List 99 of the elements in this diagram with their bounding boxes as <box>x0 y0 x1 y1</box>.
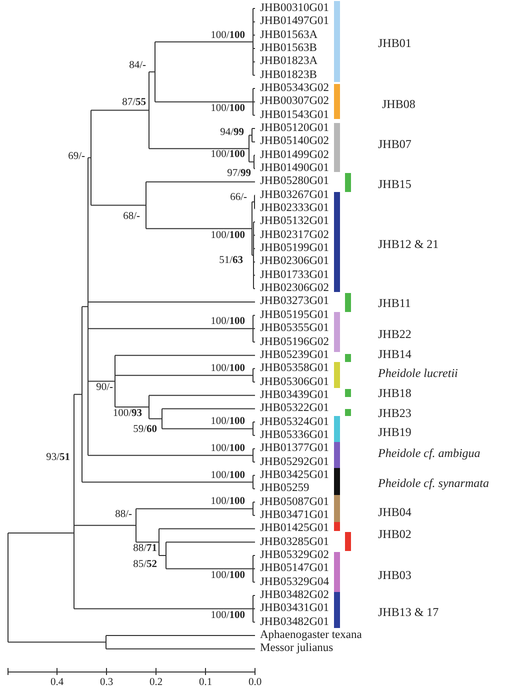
support-value: 100/100 <box>210 150 245 160</box>
taxon-name: JHB01733G01 <box>260 268 330 282</box>
clade-name: JHB14 <box>378 347 412 361</box>
clade-name: JHB18 <box>378 386 412 400</box>
support-value: 100/100 <box>210 444 245 454</box>
taxon-name: JHB05195G01 <box>260 308 330 322</box>
clade-name: JHB11 <box>378 296 411 310</box>
taxon-name: JHB01425G01 <box>260 522 330 536</box>
taxon-name: Messor julianus <box>260 642 334 656</box>
axis-tick-label: 0.2 <box>149 677 163 689</box>
support-value: 100/100 <box>210 470 245 480</box>
taxon-name: JHB05196G02 <box>260 336 330 348</box>
taxon-name: JHB05147G01 <box>260 562 330 576</box>
support-value: 66/- <box>230 193 247 203</box>
taxon-name: JHB01377G01 <box>260 442 330 456</box>
taxon-name: JHB00307G02 <box>260 95 330 108</box>
support-value: 68/- <box>123 212 140 222</box>
taxon-name: Aphaenogaster texana <box>260 628 362 642</box>
clade-name: JHB02 <box>378 527 412 541</box>
clade-name: JHB08 <box>382 97 416 111</box>
support-value: 100/100 <box>210 570 245 580</box>
support-value: 90/- <box>96 383 113 393</box>
taxon-name: JHB03425G01 <box>260 468 330 482</box>
taxon-name: JHB01499G02 <box>260 148 330 162</box>
taxon-name: JHB05239G01 <box>260 348 330 362</box>
clade-name: JHB23 <box>378 406 412 420</box>
taxon-name: JHB05343G02 <box>260 82 330 96</box>
clade-name: JHB04 <box>378 505 412 519</box>
taxon-name: JHB05132G01 <box>260 215 330 228</box>
taxon-name: JHB03482G02 <box>260 588 330 602</box>
taxon-name: JHB03273G01 <box>260 295 330 308</box>
taxon-name: JHB03482G01 <box>260 616 330 629</box>
taxon-name: JHB05355G01 <box>260 322 330 336</box>
taxon-name: JHB05259 <box>260 482 310 496</box>
axis-tick-label: 0.4 <box>50 677 64 689</box>
clade-name: JHB19 <box>378 425 412 439</box>
taxon-name: JHB02306G02 <box>260 282 330 296</box>
taxon-name: JHB05120G01 <box>260 122 330 136</box>
taxon-name: JHB05306G01 <box>260 376 330 389</box>
taxon-name: JHB05329G04 <box>260 576 330 589</box>
support-value: 100/100 <box>210 610 245 620</box>
support-value: 93/51 <box>46 453 70 463</box>
taxon-name: JHB03439G01 <box>260 388 330 402</box>
support-value: 88/- <box>115 510 132 520</box>
support-value: 100/100 <box>210 417 245 427</box>
support-value: 100/100 <box>210 30 245 40</box>
taxon-name: JHB02306G01 <box>260 255 330 268</box>
support-value: 51/63 <box>219 256 243 266</box>
taxon-name: JHB01543G01 <box>260 108 330 122</box>
clade-name: JHB01 <box>378 36 412 50</box>
support-value: 59/60 <box>133 425 157 435</box>
support-value: 97/99 <box>227 169 251 179</box>
clade-name: Pheidole lucretii <box>378 366 458 380</box>
axis-tick-label: 0.1 <box>198 677 212 689</box>
taxon-name: JHB05140G02 <box>260 135 330 148</box>
taxon-name: JHB05358G01 <box>260 362 330 376</box>
support-value: 85/52 <box>133 560 157 570</box>
taxon-name: JHB02333G01 <box>260 202 330 216</box>
clade-name: Pheidole cf. synarmata <box>378 476 489 490</box>
clade-name: Pheidole cf. ambigua <box>378 446 480 460</box>
axis-tick-label: 0.0 <box>248 677 262 689</box>
support-value: 100/100 <box>210 497 245 507</box>
taxon-name: JHB05280G01 <box>260 175 330 188</box>
support-value: 100/100 <box>210 104 245 114</box>
taxon-name: JHB01497G01 <box>260 15 330 28</box>
clade-name: JHB15 <box>378 177 412 191</box>
taxon-name: JHB02317G02 <box>260 228 330 242</box>
taxon-name: JHB03431G01 <box>260 602 330 616</box>
taxon-name: JHB01823B <box>260 68 317 82</box>
clade-name: JHB22 <box>378 327 412 341</box>
taxon-name: JHB05292G01 <box>260 456 330 469</box>
taxon-name: JHB05322G01 <box>260 402 330 416</box>
support-value: 84/- <box>129 61 146 71</box>
clade-name: JHB03 <box>378 568 412 582</box>
taxon-name: JHB05199G01 <box>260 242 330 256</box>
support-value: 100/100 <box>210 317 245 327</box>
taxon-name: JHB05324G01 <box>260 416 330 429</box>
axis-tick-label: 0.3 <box>100 677 114 689</box>
taxon-name: JHB03267G01 <box>260 188 330 202</box>
taxon-name: JHB05336G01 <box>260 428 330 442</box>
taxon-name: JHB01823A <box>260 55 318 68</box>
taxon-name: JHB03471G01 <box>260 508 330 522</box>
support-value: 100/100 <box>210 364 245 374</box>
taxon-name: JHB01490G01 <box>260 162 330 176</box>
support-value: 69/- <box>68 152 85 162</box>
taxon-name: JHB05329G02 <box>260 548 330 562</box>
support-value: 88/71 <box>133 544 157 554</box>
taxon-name: JHB01563B <box>260 42 317 56</box>
clade-name: JHB12 & 21 <box>378 237 439 251</box>
taxon-name: JHB00310G01 <box>260 2 330 15</box>
support-value: 100/100 <box>210 230 245 240</box>
taxon-name: JHB01563A <box>260 28 318 42</box>
support-value: 100/93 <box>112 409 142 419</box>
taxon-name: JHB03285G01 <box>260 536 330 549</box>
support-value: 94/99 <box>220 128 244 138</box>
support-value: 87/55 <box>122 98 146 108</box>
taxon-name: JHB05087G01 <box>260 496 330 509</box>
clade-name: JHB13 & 17 <box>378 605 439 619</box>
clade-name: JHB07 <box>378 137 412 151</box>
